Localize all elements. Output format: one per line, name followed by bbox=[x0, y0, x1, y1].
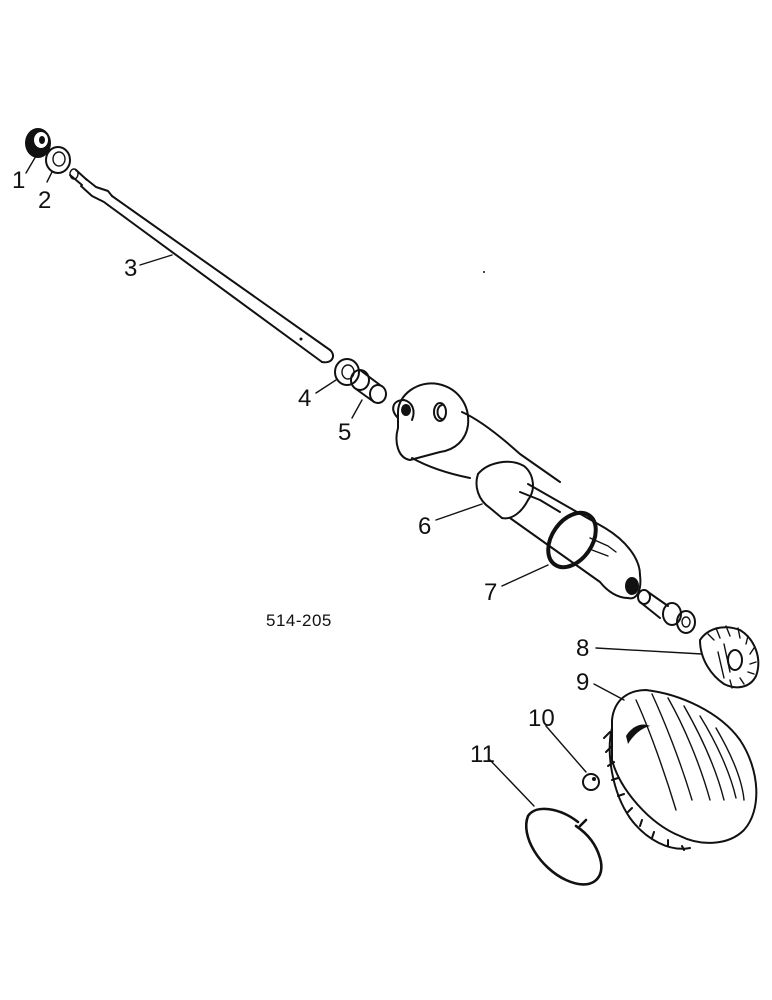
part-6-housing bbox=[392, 382, 642, 600]
part-11-snap-ring bbox=[525, 807, 603, 886]
callout-9: 9 bbox=[576, 669, 589, 696]
part-7-o-ring bbox=[546, 510, 598, 570]
diagram-reference-code: 514-205 bbox=[266, 611, 332, 630]
lower-bushing-and-washers bbox=[637, 589, 696, 634]
part-1-bearing bbox=[25, 128, 51, 158]
callout-10: 10 bbox=[528, 705, 555, 732]
callout-4: 4 bbox=[298, 385, 311, 412]
stray-dot bbox=[483, 271, 485, 273]
part-9-helical-gear bbox=[603, 689, 758, 851]
callout-1: 1 bbox=[12, 167, 25, 194]
callout-7: 7 bbox=[484, 579, 497, 606]
callout-11: 11 bbox=[470, 741, 495, 768]
part-5-bushing bbox=[350, 369, 387, 404]
callout-8: 8 bbox=[576, 635, 589, 662]
callout-5: 5 bbox=[338, 419, 351, 446]
part-8-pinion-gear bbox=[699, 625, 760, 689]
part-3-shaft bbox=[69, 168, 335, 364]
callout-2: 2 bbox=[38, 187, 51, 214]
part-2-washer bbox=[45, 146, 71, 174]
leader-lines bbox=[25, 155, 703, 807]
callout-6: 6 bbox=[418, 513, 431, 540]
callout-labels: 1 2 3 4 5 6 7 8 9 10 11 bbox=[12, 167, 589, 768]
part-10-ball bbox=[582, 773, 600, 791]
callout-3: 3 bbox=[124, 255, 137, 282]
